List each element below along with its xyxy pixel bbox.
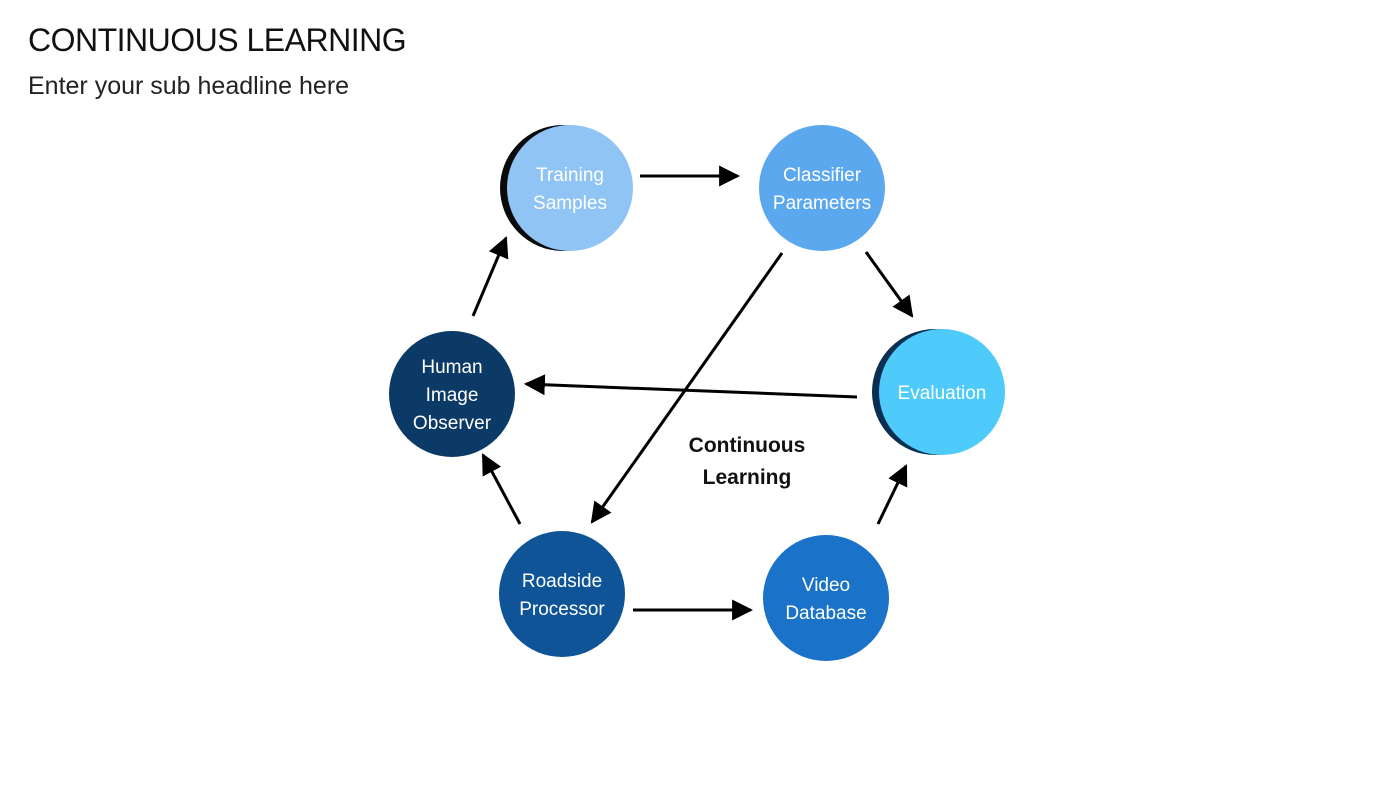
node-human-label: Observer: [413, 413, 492, 434]
node-video-label: Database: [785, 603, 866, 624]
node-video-label: Video: [802, 575, 850, 596]
node-human-circle: [389, 331, 515, 457]
page-subtitle: Enter your sub headline here: [28, 72, 350, 100]
node-roadside-label: Roadside: [522, 571, 602, 592]
node-classifier-circle: [759, 125, 885, 251]
arrow-roadside-to-human: [481, 453, 522, 525]
arrow-classifier-to-roadside: [590, 252, 784, 524]
node-classifier-label: Classifier: [783, 165, 862, 186]
edges-layer: [471, 165, 914, 621]
center-label-line: Continuous: [689, 434, 806, 457]
node-evaluation: Evaluation: [872, 329, 1005, 455]
node-roadside-label: Processor: [519, 599, 605, 620]
node-roadside-circle: [499, 531, 625, 657]
node-evaluation-circle: [879, 329, 1005, 455]
arrow-classifier-to-evaluation: [864, 251, 914, 318]
center-label-line: Learning: [703, 466, 792, 489]
node-training-label: Training: [536, 165, 604, 186]
node-human-label: Human: [421, 357, 482, 378]
node-classifier-label: Parameters: [773, 193, 871, 214]
page-title: CONTINUOUS LEARNING: [28, 22, 407, 58]
arrow-human-to-training: [471, 236, 509, 317]
node-evaluation-label: Evaluation: [898, 383, 987, 404]
node-video-circle: [763, 535, 889, 661]
node-training-circle: [507, 125, 633, 251]
node-training-label: Samples: [533, 193, 607, 214]
node-human-label: Image: [426, 385, 479, 406]
arrow-video-to-evaluation: [876, 464, 908, 525]
arrow-evaluation-to-human: [523, 374, 858, 399]
